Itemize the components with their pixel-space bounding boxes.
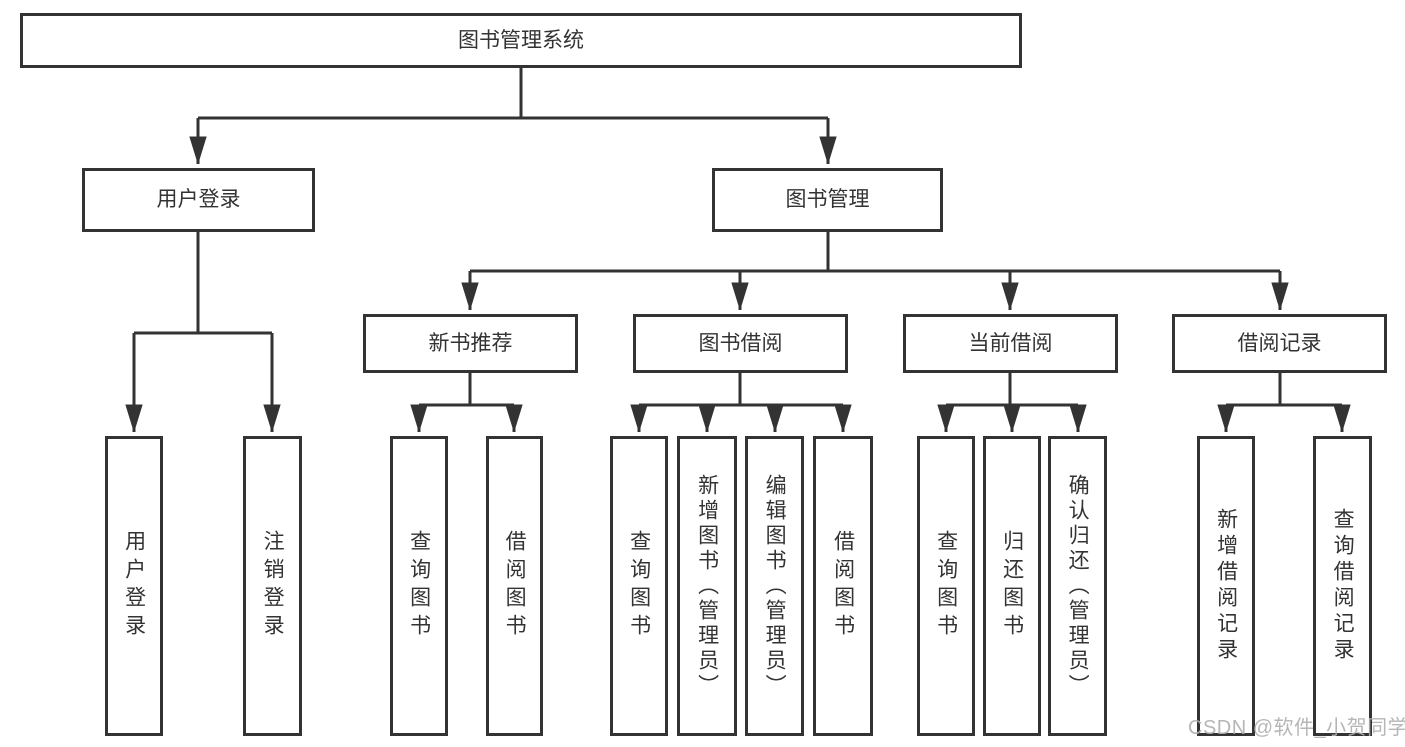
node-leaf-user-login: 用户登录 xyxy=(105,436,163,736)
connector-stems xyxy=(134,68,1342,432)
node-leaf-add-borrow-record: 新增借阅记录 xyxy=(1197,436,1255,736)
node-library-system: 图书管理系统 xyxy=(20,13,1022,68)
node-leaf-confirm-return-admin: 确认归还（管理员） xyxy=(1048,436,1107,736)
node-book-borrow: 图书借阅 xyxy=(633,314,848,373)
node-leaf-add-book-admin: 新增图书（管理员） xyxy=(677,436,737,736)
node-leaf-query-borrow-record: 查询借阅记录 xyxy=(1313,436,1372,736)
node-leaf-logout: 注销登录 xyxy=(243,436,302,736)
node-leaf-newbooks-query-books: 查询图书 xyxy=(390,436,448,736)
node-user-login: 用户登录 xyxy=(82,168,315,232)
node-borrow-records: 借阅记录 xyxy=(1172,314,1387,373)
node-leaf-return-books: 归还图书 xyxy=(983,436,1041,736)
node-new-book-recommend: 新书推荐 xyxy=(363,314,578,373)
node-leaf-borrow-query-books: 查询图书 xyxy=(610,436,668,736)
node-leaf-current-query-books: 查询图书 xyxy=(917,436,975,736)
node-leaf-newbooks-borrow-books: 借阅图书 xyxy=(486,436,543,736)
node-book-management: 图书管理 xyxy=(712,168,943,232)
csdn-watermark: CSDN @软件_小贺同学 xyxy=(1188,717,1405,739)
node-current-borrow: 当前借阅 xyxy=(903,314,1118,373)
node-leaf-borrow-books: 借阅图书 xyxy=(813,436,873,736)
node-leaf-edit-book-admin: 编辑图书（管理员） xyxy=(745,436,804,736)
